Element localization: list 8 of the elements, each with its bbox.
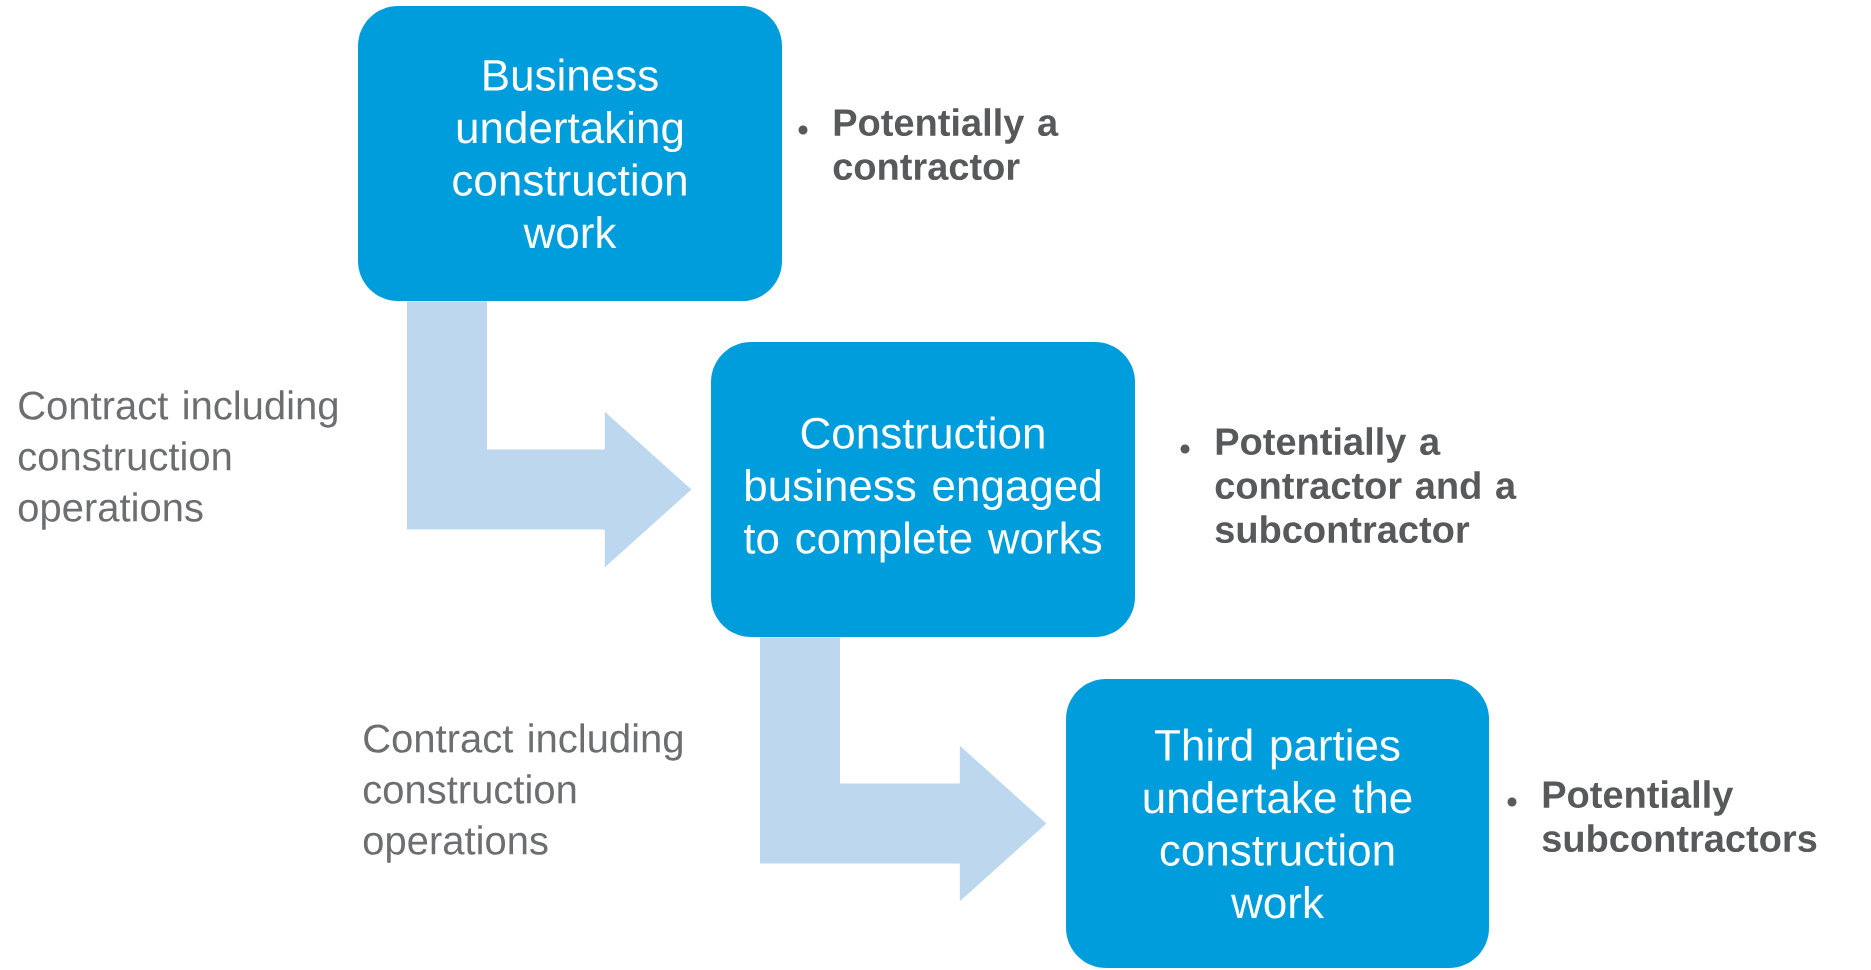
process-box: Construction business engaged to complete works	[711, 342, 1135, 637]
edge-label: Contract including construction operations	[18, 390, 337, 530]
bullet-text: Potentially a contractor	[833, 108, 1059, 181]
process-box: Business undertaking construction work	[358, 6, 782, 301]
edge-label: Contract including construction operations	[363, 723, 682, 863]
process-box: Third parties undertake the construction work	[1066, 679, 1489, 968]
bullet-text: Potentially subcontractors	[1542, 780, 1817, 853]
bullet-text: Potentially a contractor and a subcontractor	[1215, 427, 1517, 544]
